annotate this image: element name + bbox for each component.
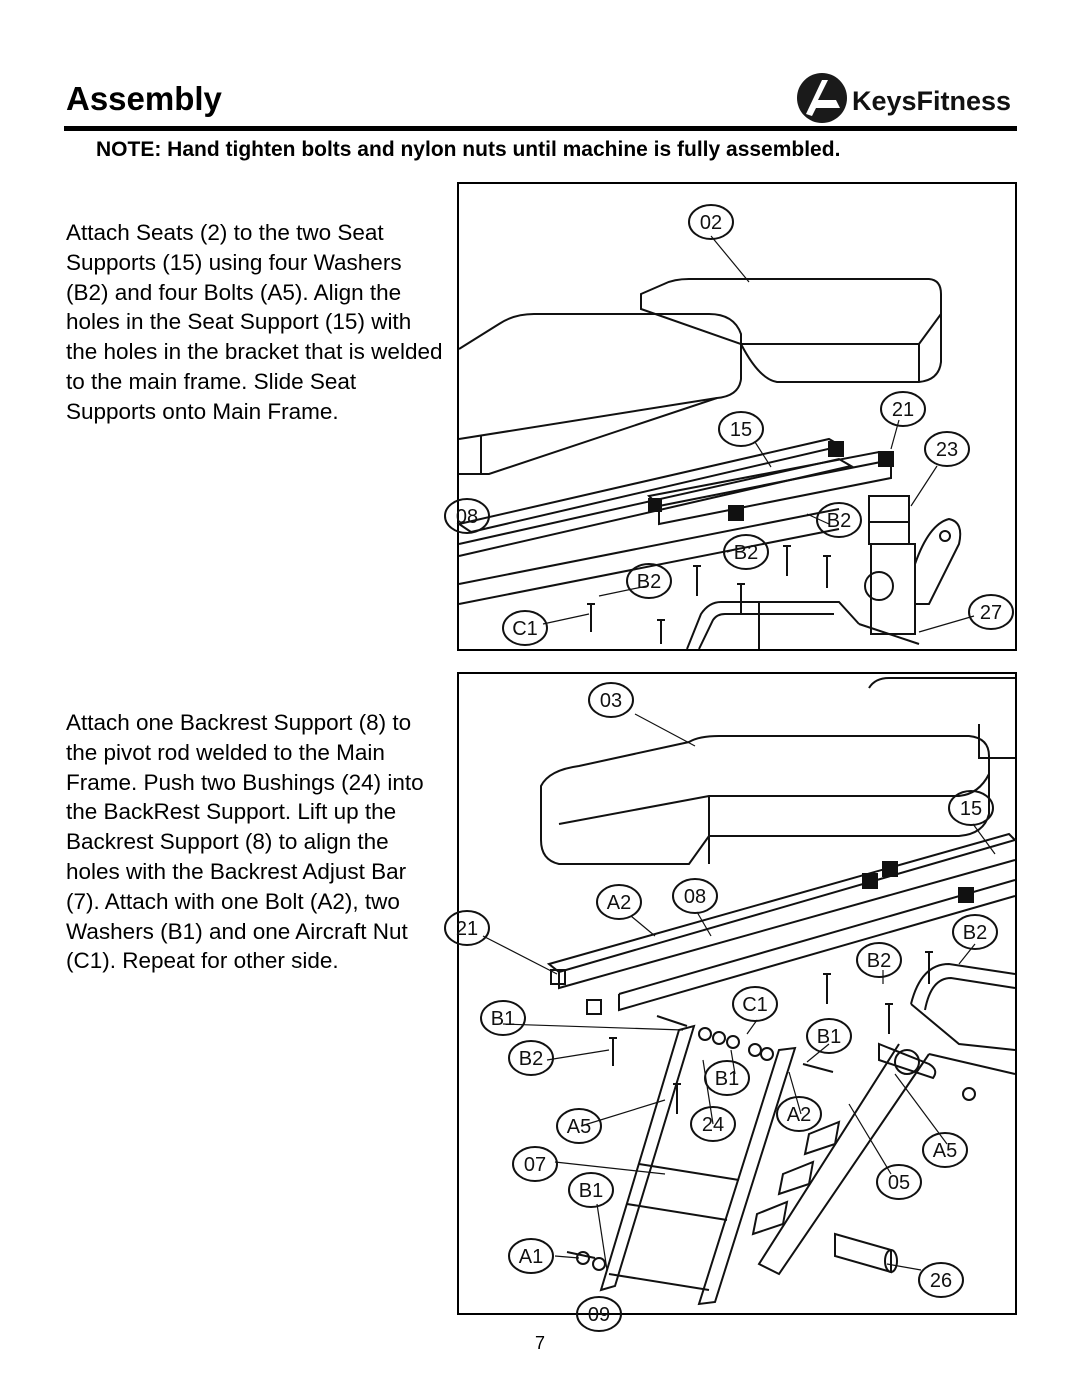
callout-23: 23 — [936, 439, 958, 461]
callout-21: 21 — [892, 399, 914, 421]
page-title: Assembly — [66, 80, 222, 117]
keysfitness-logo-mark: KeysFitness — [797, 73, 1011, 123]
callout-15: 15 — [730, 419, 752, 441]
callout-15: 15 — [960, 798, 982, 820]
callout-b2-center: B2 — [867, 950, 891, 972]
callout-c1: C1 — [742, 994, 768, 1016]
brand-name: KeysFitness — [852, 86, 1011, 116]
page-number: 7 — [534, 1333, 545, 1353]
callout-27: 27 — [980, 602, 1002, 624]
callout-08: 08 — [684, 886, 706, 908]
callout-a2-bottom: A2 — [787, 1104, 811, 1126]
seat-assembly-diagram: 02 15 21 23 08 B2 B2 B2 27 C1 — [444, 182, 1017, 651]
callout-b1-left: B1 — [491, 1008, 515, 1030]
callout-24: 24 — [702, 1114, 724, 1136]
callout-05: 05 — [888, 1172, 910, 1194]
keysfitness-logo: KeysFitness — [796, 70, 1018, 126]
callout-07: 07 — [524, 1154, 546, 1176]
callout-26: 26 — [930, 1270, 952, 1292]
callout-a5-right: A5 — [933, 1140, 957, 1162]
callout-03: 03 — [600, 690, 622, 712]
callout-b2-middle: B2 — [734, 542, 758, 564]
callout-09: 09 — [588, 1304, 610, 1326]
assembly-note: NOTE: Hand tighten bolts and nylon nuts … — [96, 138, 841, 161]
callout-b2-left: B2 — [637, 571, 661, 593]
callout-a1: A1 — [519, 1246, 543, 1268]
step-2-instructions: Attach one Backrest Support (8) to the p… — [66, 710, 424, 974]
backrest-assembly-diagram: 03 15 08 A2 21 B2 B2 B1 C1 B1 B2 B1 A5 A… — [444, 672, 1017, 1332]
callout-21: 21 — [456, 918, 478, 940]
callout-c1: C1 — [512, 618, 538, 640]
callout-b1-right: B1 — [817, 1026, 841, 1048]
callout-b2-right: B2 — [963, 922, 987, 944]
step-1-instructions: Attach Seats (2) to the two Seat Support… — [66, 220, 443, 424]
callout-a5-left: A5 — [567, 1116, 591, 1138]
callout-b2-top: B2 — [827, 510, 851, 532]
callout-a2-top: A2 — [607, 892, 631, 914]
callout-b2-left: B2 — [519, 1048, 543, 1070]
callout-b1-center: B1 — [715, 1068, 739, 1090]
header-rule — [64, 126, 1017, 131]
callout-b1-bottom: B1 — [579, 1180, 603, 1202]
callout-02: 02 — [700, 212, 722, 234]
callout-08: 08 — [456, 506, 478, 528]
